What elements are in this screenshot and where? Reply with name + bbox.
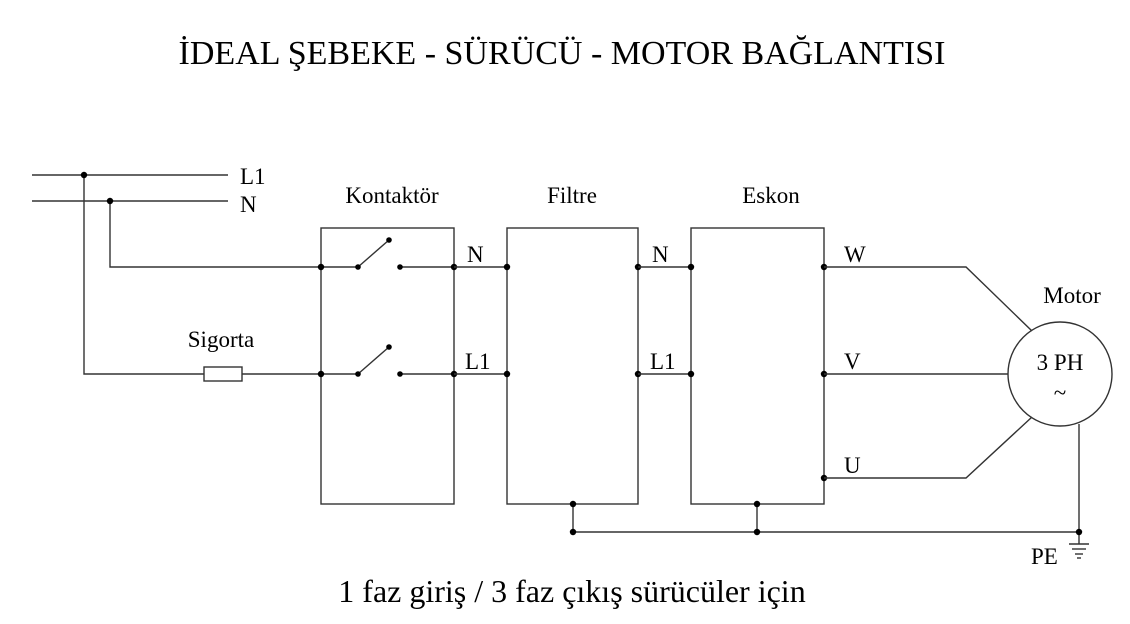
diagram-subtitle: 1 faz giriş / 3 faz çıkış sürücüler için <box>338 573 805 609</box>
filter-block: Filtre N L1 <box>503 183 676 505</box>
junction-dot <box>1075 528 1083 536</box>
motor-wire-u <box>824 416 1033 479</box>
drive-terminal-v: V <box>844 349 861 374</box>
junction-dot <box>569 528 577 536</box>
switch-contact-n <box>357 239 390 268</box>
motor-symbol <box>1007 321 1113 427</box>
motor-wiring <box>824 266 1033 479</box>
switch-terminal <box>397 371 403 377</box>
neutral-feed-wire <box>109 201 321 268</box>
contactor-label: Kontaktör <box>345 183 439 208</box>
motor: Motor 3 PH ~ <box>1007 283 1113 427</box>
junction-dot <box>80 171 88 179</box>
fuse: Sigorta <box>188 327 254 382</box>
filter-terminal-n: N <box>652 242 669 267</box>
drive-terminal-u: U <box>844 453 861 478</box>
switch-tip <box>386 237 392 243</box>
contactor-terminal-n: N <box>467 242 484 267</box>
switch-terminal <box>397 264 403 270</box>
junction-dot <box>753 500 761 508</box>
fuse-label: Sigorta <box>188 327 254 352</box>
ac-symbol: ~ <box>1054 380 1066 405</box>
earth-label: PE <box>1031 544 1058 569</box>
junction-dot <box>569 500 577 508</box>
terminal-dot <box>317 370 325 378</box>
filter-box <box>506 227 639 505</box>
motor-wire-w <box>824 266 1033 332</box>
filter-terminal-l1: L1 <box>650 349 676 374</box>
motor-rating: 3 PH <box>1037 350 1084 375</box>
terminal-dot <box>503 370 511 378</box>
drive-box <box>690 227 825 505</box>
terminal-dot <box>687 370 695 378</box>
earth-bus: PE <box>569 424 1089 569</box>
terminal-dot <box>687 263 695 271</box>
switch-tip <box>386 344 392 350</box>
terminal-dot <box>317 263 325 271</box>
motor-label: Motor <box>1043 283 1101 308</box>
supply-label-l1: L1 <box>240 164 266 189</box>
terminal-dot <box>503 263 511 271</box>
fuse-symbol <box>203 366 243 382</box>
junction-dot <box>753 528 761 536</box>
supply-drops <box>80 171 321 375</box>
drive-label: Eskon <box>742 183 800 208</box>
supply-label-n: N <box>240 192 257 217</box>
contactor-block: Kontaktör N L1 <box>317 183 491 505</box>
drive-block: Eskon W V U <box>687 183 866 505</box>
junction-dot <box>106 197 114 205</box>
switch-contact-l1 <box>357 346 390 375</box>
switch-pivot <box>355 264 361 270</box>
ground-icon <box>1069 543 1089 559</box>
contactor-terminal-l1: L1 <box>465 349 491 374</box>
diagram-title: İDEAL ŞEBEKE - SÜRÜCÜ - MOTOR BAĞLANTISI <box>179 35 946 72</box>
filter-label: Filtre <box>547 183 597 208</box>
drive-terminal-w: W <box>844 242 866 267</box>
contactor-box <box>320 227 455 505</box>
switch-pivot <box>355 371 361 377</box>
supply-lines: L1 N <box>32 164 266 217</box>
line-feed-wire <box>83 175 204 375</box>
